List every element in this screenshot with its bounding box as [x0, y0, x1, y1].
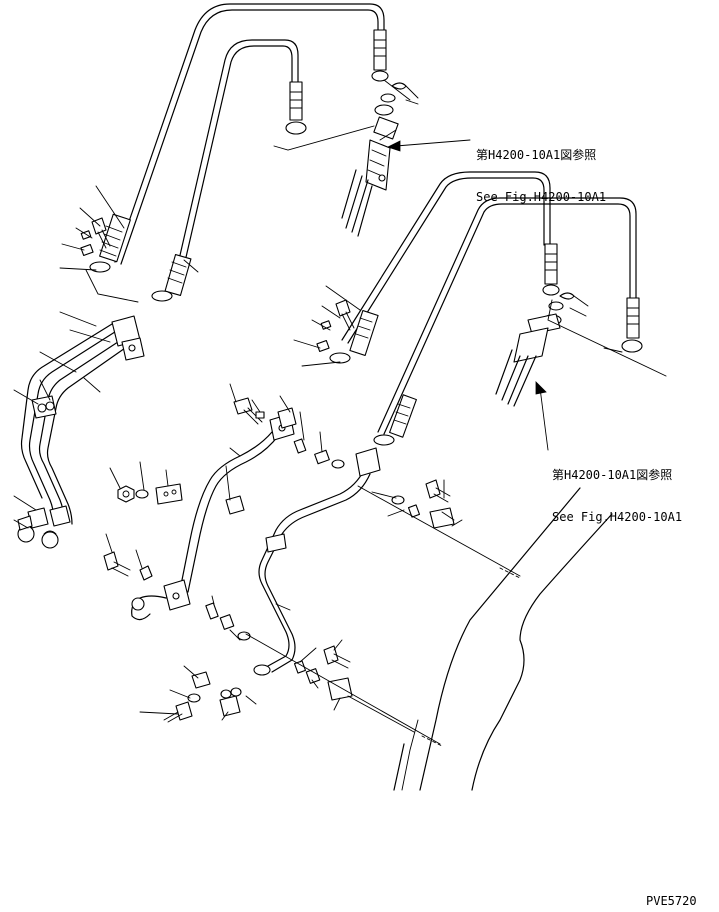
hose-fitting-4	[285, 81, 307, 135]
valve-assembly-upper	[341, 116, 399, 237]
hose-fitting-2	[151, 253, 192, 302]
lower-hose-inner	[377, 197, 637, 435]
machine-body-outline	[393, 487, 613, 791]
hose-fitting-7	[542, 243, 560, 296]
hose-fitting-3	[371, 29, 389, 82]
reference-arrow-1	[386, 139, 471, 152]
hardware-small-parts	[80, 217, 455, 723]
hose-fitting-5	[329, 310, 379, 364]
reference-note-lower-jp: 第H4200-10A1図参照	[552, 468, 673, 482]
reference-note-lower: 第H4200-10A1図参照 See Fig.H4200-10A1	[552, 440, 682, 538]
right-tube	[253, 447, 381, 676]
valve-assembly-lower	[495, 313, 561, 407]
reference-note-upper-en: See Fig.H4200-10A1	[476, 190, 607, 204]
reference-note-lower-en: See Fig.H4200-10A1	[552, 510, 683, 524]
leader-lines	[13, 79, 667, 721]
reference-note-upper-jp: 第H4200-10A1図参照	[476, 148, 597, 162]
lower-hose-outer	[341, 171, 551, 344]
hose-fitting-8	[621, 297, 643, 353]
left-tube-bundle	[17, 315, 145, 549]
assembly-dash-lines	[245, 485, 521, 747]
upper-hose-inner	[171, 39, 299, 293]
upper-hose-outer	[114, 3, 385, 265]
reference-note-upper: 第H4200-10A1図参照 See Fig.H4200-10A1	[476, 120, 606, 218]
hose-fitting-6	[373, 394, 417, 446]
reference-arrow-2	[535, 381, 549, 451]
drawing-code: PVE5720	[646, 894, 697, 908]
